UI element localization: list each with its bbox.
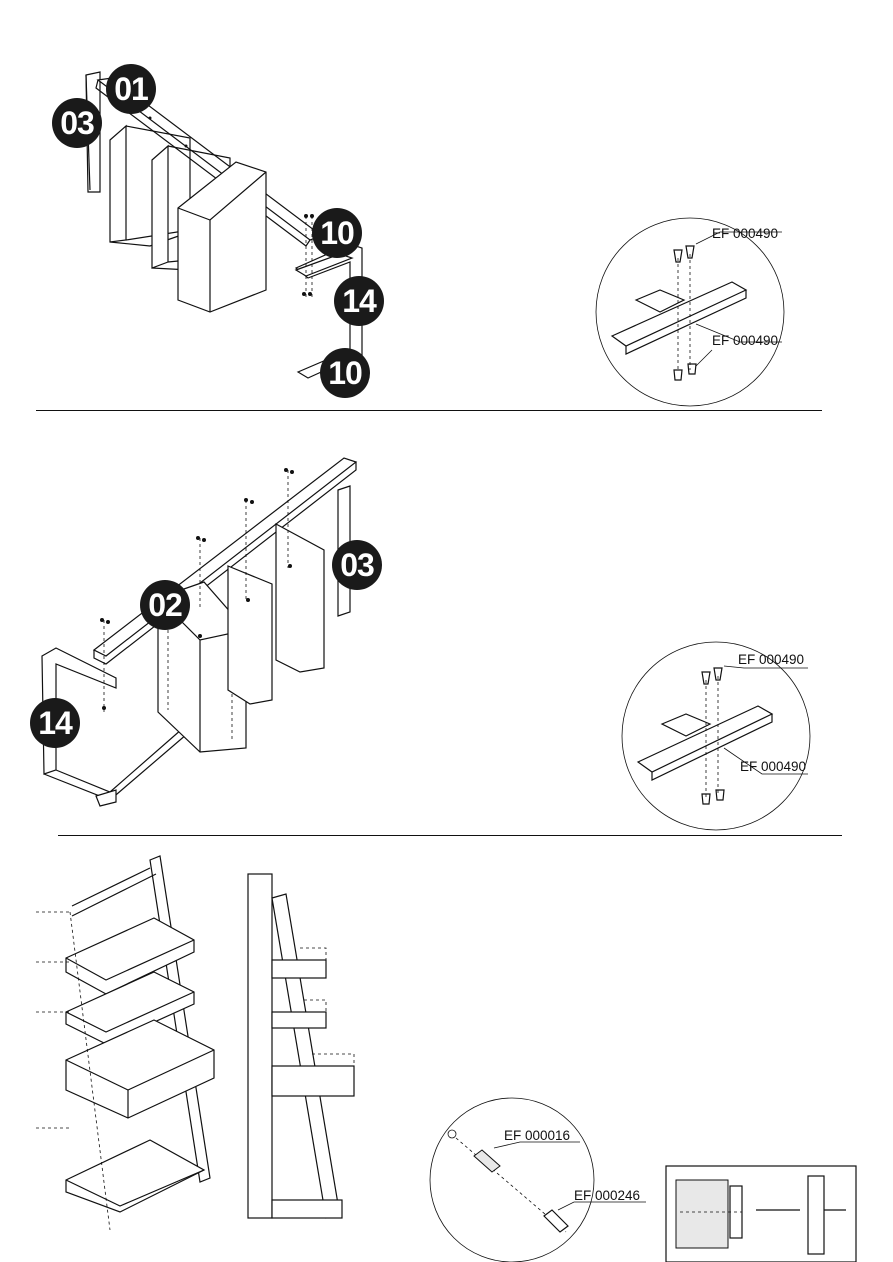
part-badge-02: 02 (140, 580, 190, 630)
part-badge-03: 03 (332, 540, 382, 590)
hardware-label-screw: EF 000246 (574, 1188, 641, 1203)
part-badge-10-top: 10 (312, 208, 362, 258)
section-divider-1 (36, 410, 822, 411)
section-divider-2 (58, 835, 842, 836)
hardware-label-top: EF 000490 (712, 226, 779, 241)
hardware-label-top: EF 000490 (738, 652, 805, 667)
part-badge-03: 03 (52, 98, 102, 148)
part-badge-10-bottom: 10 (320, 348, 370, 398)
hardware-label-bottom: EF 000490 (740, 759, 807, 774)
hardware-label-bottom: EF 000490 (712, 333, 779, 348)
part-badge-14: 14 (334, 276, 384, 326)
hardware-label-plug: EF 000016 (504, 1128, 571, 1143)
part-badge-14: 14 (30, 698, 80, 748)
part-badge-01: 01 (106, 64, 156, 114)
